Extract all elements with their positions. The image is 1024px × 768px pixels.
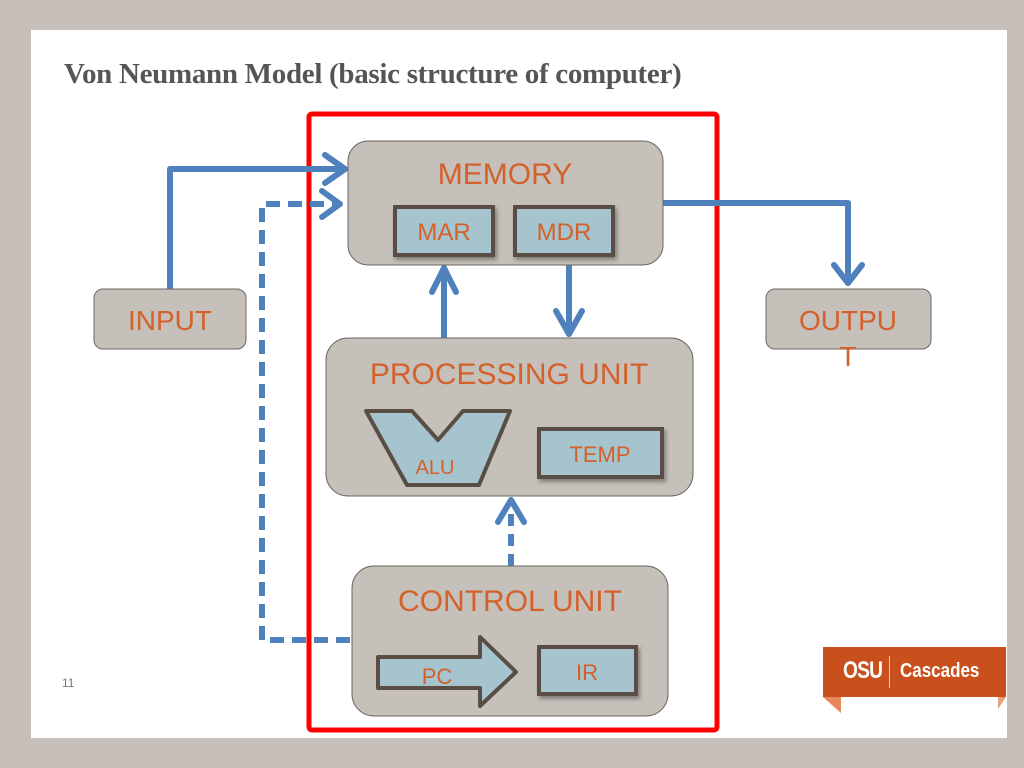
mar-register[interactable]: MAR — [393, 205, 495, 257]
slide-title: Von Neumann Model (basic structure of co… — [64, 58, 682, 90]
ir-label: IR — [576, 660, 598, 685]
memory-box[interactable]: MEMORY MAR MDR — [347, 140, 664, 266]
memory-to-output-arrow — [659, 200, 865, 286]
alu-label: ALU — [416, 457, 455, 479]
osu-cascades-logo: OSU Cascades — [823, 647, 1006, 713]
processing-to-mar-arrow — [429, 265, 459, 341]
input-label: INPUT — [128, 305, 212, 336]
input-box[interactable]: INPUT — [93, 288, 247, 350]
control-unit-box[interactable]: CONTROL UNIT PC IR — [351, 565, 669, 717]
memory-label: MEMORY — [438, 158, 572, 191]
control-to-memory-dashed-arrow — [259, 188, 350, 643]
control-unit-label: CONTROL UNIT — [398, 585, 622, 618]
logo-band — [823, 647, 1006, 697]
pc-label: PC — [422, 664, 453, 689]
temp-register[interactable]: TEMP — [537, 427, 664, 479]
mdr-register[interactable]: MDR — [513, 205, 615, 257]
mdr-to-processing-arrow — [553, 262, 585, 337]
mar-label: MAR — [417, 219, 470, 246]
processing-unit-box[interactable]: PROCESSING UNIT ALU TEMP — [325, 337, 694, 497]
control-to-processing-dashed-arrow — [495, 497, 527, 566]
output-label-line2: T — [839, 341, 856, 372]
logo-cascades-text: Cascades — [900, 660, 980, 682]
pc-arrow-shape[interactable]: PC — [376, 635, 518, 708]
mdr-label: MDR — [537, 219, 592, 246]
ir-register[interactable]: IR — [537, 645, 638, 696]
logo-divider — [889, 656, 890, 688]
alu-shape[interactable]: ALU — [364, 409, 512, 487]
output-box[interactable]: OUTPU T — [765, 288, 932, 372]
input-to-memory-arrow — [167, 152, 348, 291]
logo-osu-text: OSU — [843, 657, 883, 684]
page-number: 11 — [62, 676, 75, 690]
logo-fold-left — [823, 697, 841, 713]
highlight-frame — [306, 111, 720, 733]
output-label-line1: OUTPU — [799, 305, 897, 336]
logo-fold-right — [998, 697, 1006, 709]
processing-unit-label: PROCESSING UNIT — [370, 358, 648, 391]
temp-label: TEMP — [569, 442, 630, 467]
